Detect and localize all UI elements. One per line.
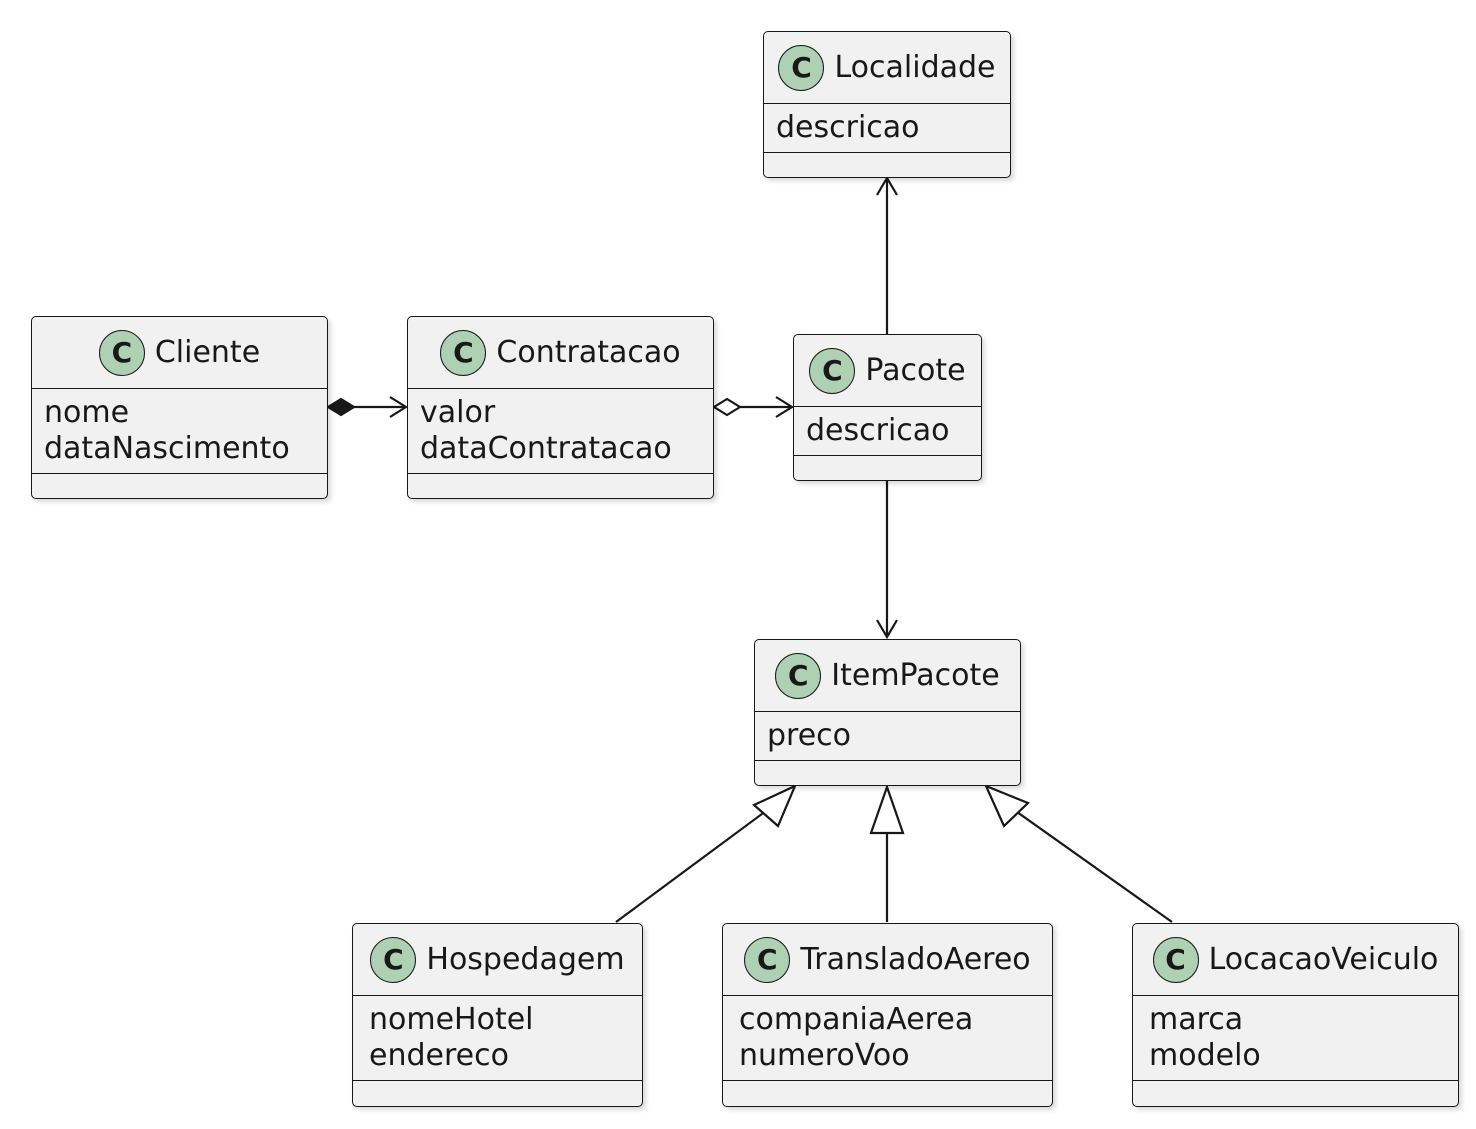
- class-attributes: nome dataNascimento: [32, 389, 327, 474]
- class-cliente[interactable]: C Cliente nome dataNascimento: [31, 316, 328, 499]
- class-name: Localidade: [834, 50, 996, 85]
- class-operations: [794, 456, 981, 472]
- class-attributes: preco: [755, 712, 1020, 761]
- attribute: nomeHotel: [369, 1002, 534, 1037]
- attribute: valor: [420, 395, 496, 430]
- arrowhead: [389, 396, 409, 418]
- generalization-triangle: [752, 783, 798, 828]
- class-badge-icon: C: [1152, 936, 1199, 983]
- class-operations: [723, 1081, 1052, 1097]
- class-badge-icon: C: [775, 652, 822, 699]
- attribute: descricao: [776, 110, 920, 145]
- attribute: endereco: [369, 1038, 509, 1073]
- class-name: Contratacao: [496, 335, 681, 370]
- attribute: dataContratacao: [420, 431, 672, 466]
- class-transladoaereo[interactable]: C TransladoAereo companiaAerea numeroVoo: [722, 923, 1053, 1107]
- class-operations: [408, 474, 713, 490]
- attribute: preco: [767, 718, 852, 753]
- class-operations: [353, 1081, 642, 1097]
- edge-hospedagem-itempacote: [615, 807, 771, 923]
- class-pacote[interactable]: C Pacote descricao: [793, 334, 982, 481]
- class-badge-icon: C: [809, 347, 856, 394]
- class-name: LocacaoVeiculo: [1208, 942, 1439, 977]
- class-attributes: descricao: [794, 407, 981, 456]
- class-attributes: descricao: [764, 104, 1010, 153]
- class-header: C Cliente: [32, 317, 327, 389]
- class-operations: [764, 153, 1010, 169]
- generalization-triangle: [869, 783, 905, 835]
- class-header: C Pacote: [794, 335, 981, 407]
- class-header: C LocacaoVeiculo: [1133, 924, 1458, 996]
- class-name: TransladoAereo: [800, 942, 1031, 977]
- edge-locacaoveiculo-itempacote: [1009, 806, 1173, 923]
- class-header: C ItemPacote: [755, 640, 1020, 712]
- class-localidade[interactable]: C Localidade descricao: [763, 31, 1011, 178]
- generalization-triangle: [983, 783, 1030, 828]
- class-header: C TransladoAereo: [723, 924, 1052, 996]
- class-name: Pacote: [865, 353, 966, 388]
- class-name: ItemPacote: [831, 658, 1000, 693]
- class-hospedagem[interactable]: C Hospedagem nomeHotel endereco: [352, 923, 643, 1107]
- arrowhead: [775, 396, 795, 418]
- composition-diamond: [325, 397, 357, 417]
- class-attributes: nomeHotel endereco: [353, 996, 642, 1081]
- class-operations: [32, 474, 327, 490]
- arrowhead: [876, 175, 898, 196]
- class-header: C Hospedagem: [353, 924, 642, 996]
- class-name: Hospedagem: [426, 942, 625, 977]
- class-badge-icon: C: [778, 44, 825, 91]
- class-badge-icon: C: [440, 329, 487, 376]
- class-header: C Contratacao: [408, 317, 713, 389]
- attribute: numeroVoo: [739, 1038, 910, 1073]
- class-operations: [755, 761, 1020, 777]
- class-attributes: companiaAerea numeroVoo: [723, 996, 1052, 1081]
- class-locacaoveiculo[interactable]: C LocacaoVeiculo marca modelo: [1132, 923, 1459, 1107]
- attribute: nome: [44, 395, 130, 430]
- class-header: C Localidade: [764, 32, 1010, 104]
- class-contratacao[interactable]: C Contratacao valor dataContratacao: [407, 316, 714, 499]
- class-name: Cliente: [154, 335, 261, 370]
- class-attributes: valor dataContratacao: [408, 389, 713, 474]
- class-attributes: marca modelo: [1133, 996, 1458, 1081]
- attribute: marca: [1149, 1002, 1244, 1037]
- class-itempacote[interactable]: C ItemPacote preco: [754, 639, 1021, 786]
- class-badge-icon: C: [370, 936, 417, 983]
- class-badge-icon: C: [744, 936, 791, 983]
- attribute: descricao: [806, 413, 950, 448]
- aggregation-diamond: [711, 397, 743, 417]
- class-badge-icon: C: [98, 329, 145, 376]
- attribute: dataNascimento: [44, 431, 290, 466]
- arrowhead: [876, 619, 898, 640]
- class-operations: [1133, 1081, 1458, 1097]
- attribute: modelo: [1149, 1038, 1261, 1073]
- attribute: companiaAerea: [739, 1002, 974, 1037]
